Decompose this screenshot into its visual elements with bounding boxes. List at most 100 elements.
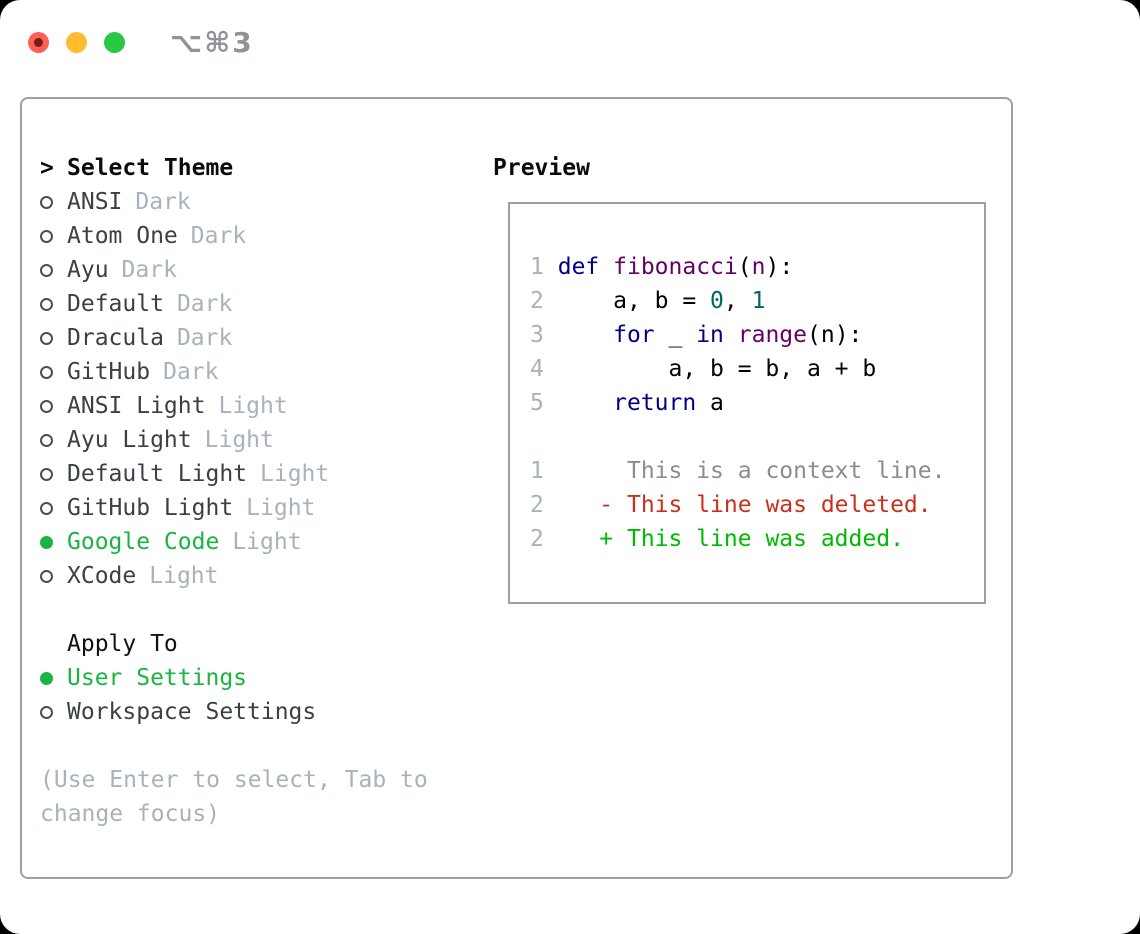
- theme-name: ANSI Light: [67, 393, 206, 419]
- theme-name: Atom One: [67, 223, 178, 249]
- line-number: 3: [530, 322, 544, 348]
- select-theme-header: > Select Theme: [40, 151, 493, 185]
- radio-icon: [40, 263, 53, 277]
- code-token: _: [654, 322, 697, 348]
- apply-to-option-label: User Settings: [67, 665, 248, 691]
- diff-sign: +: [599, 526, 614, 552]
- theme-option[interactable]: Atom One Dark: [40, 219, 493, 253]
- line-number: 1: [530, 254, 544, 280]
- diff-line: 2 - This line was deleted.: [530, 488, 984, 522]
- code-token: ):: [765, 254, 794, 280]
- theme-option[interactable]: GitHub Dark: [40, 355, 493, 389]
- minimize-button[interactable]: [66, 32, 87, 53]
- window-title: ⌥⌘3: [170, 26, 254, 59]
- theme-variant: Dark: [163, 359, 219, 385]
- radio-icon: [40, 671, 53, 685]
- theme-name: GitHub: [67, 359, 151, 385]
- theme-option[interactable]: Dracula Dark: [40, 321, 493, 355]
- radio-icon: [40, 501, 53, 515]
- theme-variant: Light: [218, 393, 288, 419]
- code-line: 4 a, b = b, a + b: [530, 352, 984, 386]
- radio-icon: [40, 399, 53, 413]
- code-token: [558, 322, 613, 348]
- radio-icon: [40, 705, 53, 719]
- radio-icon: [40, 365, 53, 379]
- code-token: (n):: [807, 322, 863, 348]
- theme-name: GitHub Light: [67, 495, 234, 521]
- code-token: a: [696, 390, 724, 416]
- code-token: 0: [710, 288, 724, 314]
- code-line: 2 a, b = 0, 1: [530, 284, 984, 318]
- theme-name: Ayu: [67, 257, 109, 283]
- code-token: 1: [751, 288, 766, 314]
- code-token: [724, 322, 738, 348]
- theme-variant: Light: [204, 427, 274, 453]
- title-bar: ⌥⌘3: [0, 0, 1140, 59]
- code-token: ,: [723, 288, 752, 314]
- close-button[interactable]: [28, 32, 49, 53]
- diff-line: 2 + This line was added.: [530, 522, 984, 556]
- diff-sign: [599, 458, 613, 484]
- theme-option[interactable]: XCode Light: [40, 559, 493, 593]
- keyboard-hint: (Use Enter to select, Tab to change focu…: [40, 767, 428, 827]
- radio-icon: [40, 331, 53, 345]
- theme-option[interactable]: Google Code Light: [40, 525, 493, 559]
- theme-name: Dracula: [67, 325, 164, 351]
- apply-to-option[interactable]: Workspace Settings: [40, 695, 493, 729]
- line-number: 4: [530, 356, 544, 382]
- apply-to-header: Apply To: [40, 627, 493, 661]
- line-number: 1: [530, 458, 544, 484]
- code-token: n: [751, 254, 766, 280]
- theme-option[interactable]: Ayu Dark: [40, 253, 493, 287]
- line-number: 2: [530, 492, 544, 518]
- preview-section: Preview 1 def fibonacci(n):2 a, b = 0, 1…: [493, 151, 1011, 877]
- theme-name: Google Code: [67, 529, 220, 555]
- theme-name: Default: [67, 291, 164, 317]
- cursor-prompt-icon: >: [40, 155, 54, 181]
- line-number: 2: [530, 288, 544, 314]
- theme-variant: Dark: [176, 325, 233, 351]
- cursor-marker: >: [40, 155, 67, 181]
- theme-variant: Dark: [135, 189, 191, 215]
- code-token: a, b = b, a + b: [557, 356, 877, 382]
- theme-option[interactable]: ANSI Light Light: [40, 389, 493, 423]
- theme-option[interactable]: Default Dark: [40, 287, 493, 321]
- theme-variant: Light: [149, 563, 219, 589]
- line-number: 2: [530, 526, 544, 552]
- theme-variant: Dark: [190, 223, 247, 249]
- radio-icon: [40, 433, 53, 447]
- radio-icon: [40, 297, 53, 311]
- theme-variant: Light: [232, 529, 302, 555]
- select-theme-title: Select Theme: [67, 155, 234, 181]
- preview-title: Preview: [493, 155, 590, 181]
- theme-name: XCode: [67, 563, 137, 589]
- theme-variant: Dark: [176, 291, 233, 317]
- code-token: (: [737, 254, 752, 280]
- zoom-button[interactable]: [104, 32, 125, 53]
- code-token: [599, 254, 613, 280]
- apply-to-option-label: Workspace Settings: [67, 699, 317, 725]
- radio-icon: [40, 569, 53, 583]
- code-token: for: [613, 322, 655, 348]
- line-number: 5: [530, 390, 544, 416]
- apply-to-option[interactable]: User Settings: [40, 661, 493, 695]
- code-line: 1 def fibonacci(n):: [530, 250, 984, 284]
- code-line: 3 for _ in range(n):: [530, 318, 984, 352]
- code-token: [558, 390, 613, 416]
- radio-icon: [40, 229, 53, 243]
- theme-variant: Dark: [121, 257, 177, 283]
- blank-line: [530, 420, 984, 454]
- diff-text: This line was deleted.: [626, 492, 932, 518]
- diff-text: This line was added.: [626, 526, 904, 552]
